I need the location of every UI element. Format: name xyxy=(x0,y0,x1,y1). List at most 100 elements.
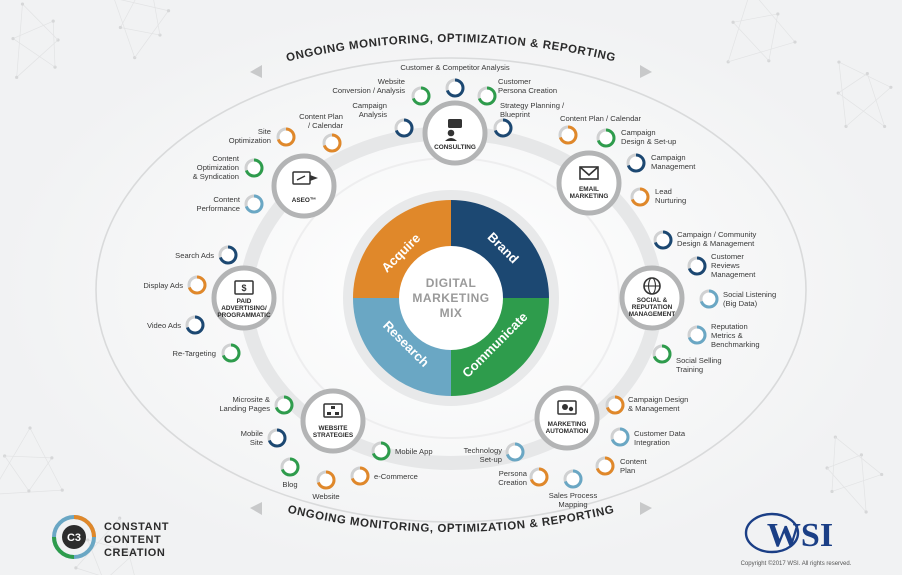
service-persona-creation[interactable]: Persona Creation xyxy=(498,467,549,487)
logo-line-1: CONSTANT xyxy=(104,521,169,533)
service-ecommerce[interactable]: e-Commerce xyxy=(350,466,418,486)
hub-label-paid-3: PROGRAMMATIC xyxy=(217,312,271,319)
network-line xyxy=(134,10,169,58)
network-line xyxy=(22,3,59,41)
service-aseo-content-plan[interactable]: Content Plan / Calendar xyxy=(299,112,343,153)
service-email-content-plan[interactable]: Content Plan / Calendar xyxy=(558,114,642,145)
service-ring-arc xyxy=(493,118,513,138)
service-website[interactable]: Website xyxy=(312,470,340,501)
service-customer-competitor-analysis[interactable]: Customer & Competitor Analysis xyxy=(400,63,510,98)
network-dot xyxy=(74,566,78,570)
service-ring-arc xyxy=(244,158,264,178)
service-search-ads[interactable]: Search Ads xyxy=(175,245,238,265)
service-ring-arc xyxy=(529,467,549,487)
svg-text:Video Ads: Video Ads xyxy=(147,321,181,330)
network-line xyxy=(4,455,52,459)
hub-consulting[interactable]: CONSULTING xyxy=(422,100,488,166)
service-sales-process-mapping[interactable]: Sales Process Mapping xyxy=(549,469,598,509)
center-title-line-1: DIGITAL xyxy=(426,276,477,290)
svg-text:Persona: Persona xyxy=(499,469,528,478)
constant-content-creation-logo: C3 CONSTANT CONTENT CREATION xyxy=(52,515,169,559)
svg-text:Sales Process: Sales Process xyxy=(549,491,598,500)
service-campaign-design-setup[interactable]: Campaign Design & Set-up xyxy=(596,128,676,148)
network-dot xyxy=(166,9,171,13)
service-ring-arc xyxy=(653,230,673,250)
svg-text:Optimization: Optimization xyxy=(197,163,239,172)
service-social-listening[interactable]: Social Listening (Big Data) xyxy=(699,289,776,309)
hub-label-paid-2: ADVERTISING/ xyxy=(221,305,267,312)
network-line xyxy=(831,437,836,492)
svg-text:Creation: Creation xyxy=(498,478,527,487)
network-line xyxy=(114,0,136,58)
network-line xyxy=(861,454,867,513)
network-dot xyxy=(28,426,32,430)
service-campaign-analysis[interactable]: Campaign Analysis xyxy=(352,101,414,138)
svg-text:Display Ads: Display Ads xyxy=(143,281,183,290)
network-dot xyxy=(864,510,868,514)
service-content-optimization[interactable]: Content Optimization & Syndication xyxy=(193,154,264,181)
svg-text:Lead: Lead xyxy=(655,187,672,196)
svg-text:Set-up: Set-up xyxy=(480,455,502,464)
network-line xyxy=(838,73,868,94)
service-ring-arc xyxy=(595,456,615,476)
service-campaign-management[interactable]: Campaign Management xyxy=(626,153,696,173)
service-blog[interactable]: Blog xyxy=(280,457,300,489)
service-ring-arc xyxy=(687,256,707,276)
service-customer-reviews[interactable]: Customer Reviews Management xyxy=(687,252,756,279)
svg-text:Analysis: Analysis xyxy=(359,110,387,119)
network-line xyxy=(727,0,749,62)
network-line xyxy=(0,427,31,480)
network-line xyxy=(120,0,169,12)
hub-aseo[interactable]: ASEO™ xyxy=(271,153,337,219)
network-line xyxy=(826,454,862,469)
logo-line-3: CREATION xyxy=(104,547,165,559)
hub-social-reputation[interactable]: SOCIAL & REPUTATION MANAGEMENT xyxy=(619,265,685,331)
hub-email-marketing[interactable]: EMAIL MARKETING xyxy=(556,150,622,216)
network-dot xyxy=(880,472,884,477)
service-social-selling[interactable]: Social Selling Training xyxy=(652,344,722,374)
service-content-performance[interactable]: Content Performance xyxy=(197,194,264,214)
svg-text:Management: Management xyxy=(651,162,696,171)
hub-marketing-automation[interactable]: MARKETING AUTOMATION xyxy=(534,385,600,451)
hub-website-strategies[interactable]: WEBSITE STRATEGIES xyxy=(300,388,366,454)
service-customer-data-integration[interactable]: Customer Data Integration xyxy=(610,427,686,447)
service-ring-arc xyxy=(505,442,525,462)
service-lead-nurturing[interactable]: Lead Nurturing xyxy=(630,187,686,207)
service-site-optimization[interactable]: Site Optimization xyxy=(229,127,296,147)
service-reputation-metrics[interactable]: Reputation Metrics & Benchmarking xyxy=(687,322,760,349)
service-customer-persona[interactable]: Customer Persona Creation xyxy=(477,77,557,106)
service-ring-arc xyxy=(322,133,342,153)
service-display-ads[interactable]: Display Ads xyxy=(143,275,207,295)
service-campaign-design-management[interactable]: Campaign Design & Management xyxy=(605,395,688,415)
service-campaign-community[interactable]: Campaign / Community Design & Management xyxy=(653,230,757,250)
svg-text:Technology: Technology xyxy=(464,446,503,455)
service-ring-arc xyxy=(218,245,238,265)
wsi-globe-mark xyxy=(744,512,800,554)
network-dot xyxy=(865,71,869,76)
service-retargeting[interactable]: Re-Targeting xyxy=(173,343,241,363)
service-strategy-planning[interactable]: Strategy Planning / Blueprint xyxy=(493,101,565,138)
network-line xyxy=(835,436,882,475)
dollar-monitor-icon: $ xyxy=(234,280,254,295)
service-website-conversion[interactable]: Website Conversion / Analysis xyxy=(332,77,431,106)
logo-line-2: CONTENT xyxy=(104,534,161,546)
service-mobile-app[interactable]: Mobile App xyxy=(371,441,433,461)
service-content-plan[interactable]: Content Plan xyxy=(595,456,647,476)
svg-text:Website: Website xyxy=(312,492,339,501)
service-technology-setup[interactable]: Technology Set-up xyxy=(464,442,525,464)
wsi-wordmark: WSI xyxy=(767,517,833,554)
network-dot xyxy=(133,551,137,555)
svg-text:Design & Set-up: Design & Set-up xyxy=(621,137,676,146)
hub-label-email-2: MARKETING xyxy=(570,193,609,200)
svg-text:Customer & Competitor Analysis: Customer & Competitor Analysis xyxy=(400,63,510,72)
service-video-ads[interactable]: Video Ads xyxy=(147,315,205,335)
service-mobile-site[interactable]: Mobile Site xyxy=(241,428,287,448)
service-microsite[interactable]: Microsite & Landing Pages xyxy=(219,395,294,415)
hub-paid-advertising[interactable]: $ PAID ADVERTISING/ PROGRAMMATIC xyxy=(211,265,277,331)
network-line xyxy=(831,474,882,492)
consulting-icon xyxy=(445,119,462,141)
service-ring-arc xyxy=(274,395,294,415)
network-line xyxy=(4,455,30,492)
mix-center-disc xyxy=(399,246,503,350)
